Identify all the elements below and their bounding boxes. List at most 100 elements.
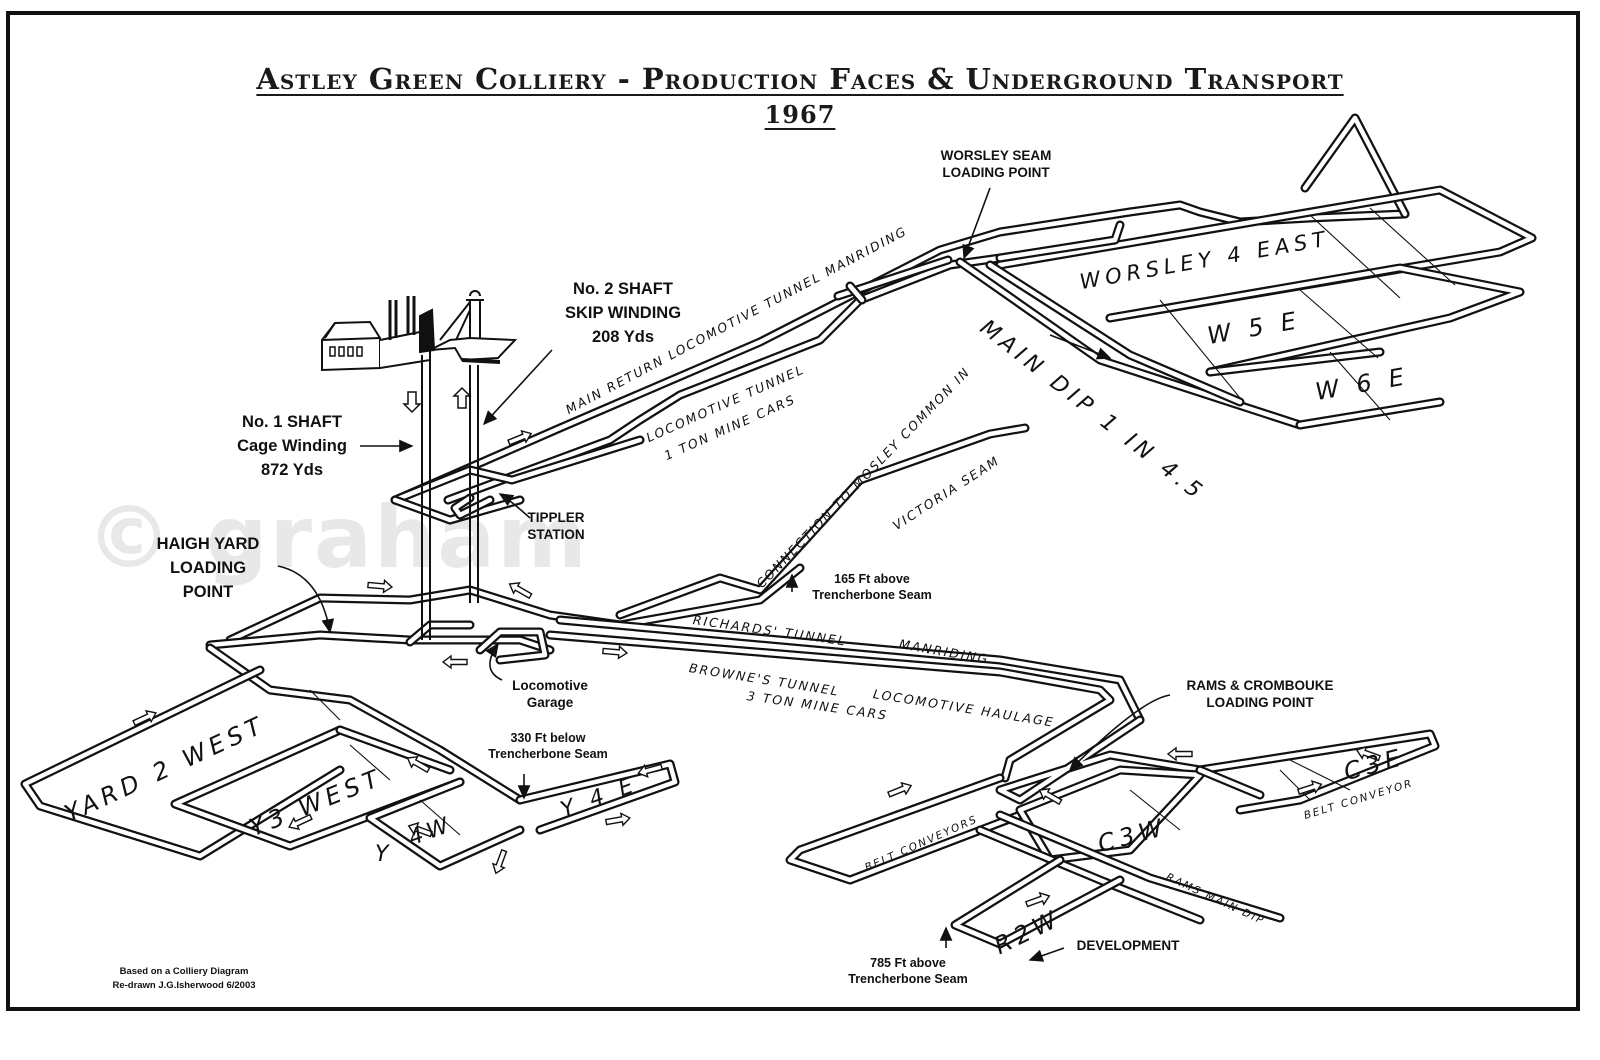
- credits: Based on a Colliery Diagram Re-drawn J.G…: [86, 965, 282, 993]
- tippler-loop: [390, 435, 645, 505]
- label-line: Trencherbone Seam: [488, 746, 608, 761]
- haigh-yard-pointer: [277, 565, 335, 634]
- rams-inbye: [995, 715, 1205, 805]
- shaft-no2-pointer: [482, 349, 553, 426]
- worsley-loading-point-label: WORSLEY SEAM LOADING POINT: [916, 148, 1076, 182]
- face-hatch-line: [1329, 351, 1391, 421]
- label-line: LOADING: [169, 558, 247, 577]
- main-dip-roadway-2: [985, 260, 1245, 407]
- yard-connector: [335, 725, 455, 775]
- locomotive-tunnel: [443, 253, 1005, 505]
- flow-arrow-icon: [132, 709, 157, 727]
- w6e-bottom: [1295, 397, 1445, 430]
- brownes-tunnel: [545, 630, 1115, 783]
- development-pointer: [1028, 947, 1065, 962]
- shaft-no2: [469, 365, 479, 603]
- w5e-face: [1105, 263, 1525, 377]
- rams-crombouke-loading-point-label: RAMS & CROMBOUKE LOADING POINT: [1170, 678, 1350, 712]
- flow-arrow-icon: [1296, 779, 1323, 795]
- flow-arrow-icon: [604, 812, 631, 827]
- label-line: Trencherbone Seam: [812, 587, 932, 602]
- flow-arrow-icon: [367, 578, 394, 594]
- face-y4w-prefix: Y: [375, 842, 394, 867]
- credit-source: Based on a Colliery Diagram: [119, 966, 249, 977]
- label-line: 165 Ft above: [834, 572, 910, 586]
- w6e-face: [1205, 347, 1385, 377]
- face-hatch-line: [419, 799, 461, 836]
- rams-level-label: 785 Ft above Trencherbone Seam: [828, 956, 988, 987]
- label-line: LOADING POINT: [942, 164, 1050, 180]
- credit-redrawn: Re-drawn J.G.Isherwood 6/2003: [112, 979, 256, 991]
- flow-arrow-icon: [508, 581, 533, 600]
- flow-arrow-icon: [407, 821, 434, 838]
- face-hatch-line: [1369, 207, 1456, 286]
- flow-arrow-icon: [507, 429, 533, 446]
- flow-arrow-icon: [491, 848, 508, 875]
- face-hatch-line: [1289, 759, 1351, 791]
- face-hatch-line: [1129, 789, 1181, 831]
- label-line: STATION: [527, 526, 585, 542]
- face-hatch-line: [349, 744, 391, 781]
- haigh-yard-loading-point-label: HAIGH YARD LOADING POINT: [138, 533, 278, 605]
- face-hatch-line: [1279, 769, 1311, 801]
- face-hatch-line: [1159, 299, 1241, 399]
- c3e-face: [1195, 729, 1440, 815]
- shaft-no2-name: No. 2 SHAFT: [573, 280, 673, 298]
- flow-arrow-icon: [887, 781, 913, 798]
- tippler-station-label: TIPPLER STATION: [516, 510, 596, 544]
- worsley-north-loop: [1300, 113, 1410, 219]
- yard-level-label: 330 Ft below Trencherbone Seam: [468, 731, 628, 762]
- shaft-no1-label: No. 1 SHAFT Cage Winding 872 Yds: [212, 411, 372, 483]
- pit-bottom-upper: [225, 563, 805, 645]
- label-line: HAIGH YARD: [156, 535, 260, 553]
- rams-main-dip: [995, 810, 1285, 923]
- label-line: TIPPLER: [527, 510, 585, 525]
- r2w-face: [950, 855, 1125, 949]
- flow-arrow-icon: [602, 644, 629, 660]
- tippler-pointer: [498, 493, 531, 519]
- label-line: WORSLEY SEAM: [940, 148, 1052, 163]
- c3w-face: [1015, 765, 1205, 865]
- shaft-no1-depth: 872 Yds: [260, 460, 324, 479]
- label-line: RAMS & CROMBOUKE: [1186, 678, 1334, 693]
- tippler-lower: [390, 495, 525, 525]
- label-line: Garage: [526, 694, 574, 710]
- richards-tunnel: [555, 615, 1145, 725]
- victoria-connection: [615, 423, 1030, 620]
- pithead-buildings: [321, 290, 518, 372]
- flow-arrow-icon: [441, 654, 468, 670]
- garage-pointer: [485, 642, 503, 681]
- down-arrow-icon: [402, 391, 422, 414]
- y4w-face: [365, 777, 525, 871]
- worsley-4-east-return: [995, 220, 1125, 263]
- locomotive-garage-label: Locomotive Garage: [500, 678, 600, 712]
- label-line: Locomotive: [512, 678, 588, 693]
- shaft-no2-depth: 208 Yds: [591, 327, 655, 346]
- flow-arrow-icon: [1038, 787, 1063, 806]
- rams-dip-2: [975, 825, 1205, 925]
- label-line: LOADING POINT: [1206, 694, 1314, 710]
- y4e-face: [515, 759, 680, 835]
- main-dip-arrow: [1049, 334, 1112, 360]
- face-hatch-line: [1309, 214, 1401, 299]
- face-hatch-line: [309, 689, 341, 721]
- label-line: POINT: [182, 582, 234, 601]
- worsley-cross-2: [845, 281, 867, 305]
- shaft-no2-type: SKIP WINDING: [564, 303, 682, 322]
- flow-arrow-icon: [406, 755, 431, 774]
- shaft-no2-label: No. 2 SHAFT SKIP WINDING 208 Yds: [528, 278, 718, 350]
- label-line: 330 Ft below: [510, 731, 586, 745]
- victoria-level-label: 165 Ft above Trencherbone Seam: [792, 572, 952, 603]
- c3-cross: [1195, 765, 1265, 800]
- tippler-hook: [450, 493, 495, 520]
- diagram-year: 1967: [764, 100, 836, 129]
- development-label: DEVELOPMENT: [1076, 938, 1180, 953]
- flow-arrow-icon: [1355, 745, 1382, 762]
- shaft-no1: [421, 355, 431, 640]
- label-line: 785 Ft above: [870, 956, 946, 970]
- flow-arrow-icon: [1166, 746, 1193, 762]
- shaft-no1-type: Cage Winding: [237, 436, 347, 455]
- flow-arrow-icon: [288, 813, 313, 831]
- flow-arrow-icon: [637, 763, 664, 779]
